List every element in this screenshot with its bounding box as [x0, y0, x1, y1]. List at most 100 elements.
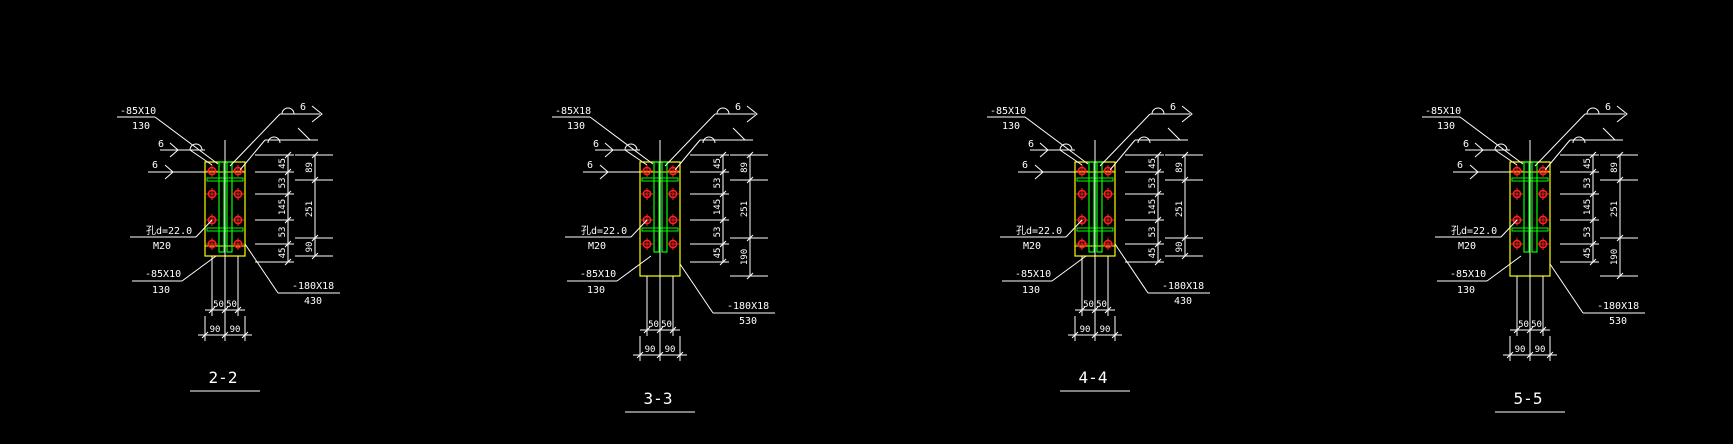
label-weld-top: 6 — [735, 102, 741, 113]
dim-bottom-outer-tick-1 — [1526, 351, 1534, 359]
dim-inner-value-4: 45 — [1148, 248, 1158, 259]
weld-symbol-top — [1181, 105, 1193, 123]
dim-bottom-inner-value-0: 50 — [648, 320, 659, 330]
weld-arc-left-1 — [1059, 143, 1073, 151]
weld-symbol-left-2 — [1034, 164, 1044, 180]
leader-flange-bottom — [1486, 255, 1522, 282]
label-plate-len: 530 — [1609, 316, 1627, 327]
dim-outer-tick-2 — [311, 234, 319, 242]
dim-inner-tick-5 — [1154, 258, 1162, 266]
label-plate: -180X18 — [727, 301, 769, 312]
leader-hole — [1065, 219, 1083, 238]
weld-symbol-left-1 — [604, 142, 614, 158]
weld-symbol-left-2 — [164, 164, 174, 180]
dim-inner-tick-1 — [719, 168, 727, 176]
dim-outer-tick-2 — [746, 234, 754, 242]
dim-inner-tick-1 — [284, 168, 292, 176]
label-bolt: M20 — [588, 241, 606, 252]
dim-bottom-inner-value-1: 50 — [1096, 300, 1107, 310]
weld-arc-left-1 — [624, 143, 638, 151]
weld-arc-left-1 — [1494, 143, 1508, 151]
weld-flag-top-2 — [1167, 127, 1181, 141]
weld-symbol-left-1 — [1474, 142, 1484, 158]
label-flange-top-len: 130 — [1002, 121, 1020, 132]
label-bolt: M20 — [1023, 241, 1041, 252]
leader-weld-left-1 — [1059, 149, 1083, 166]
leader-weld-left-1 — [624, 149, 648, 166]
dim-outer-value-0: 89 — [740, 162, 750, 173]
dim-inner-value-2: 145 — [713, 199, 723, 215]
leader-plate — [1114, 243, 1149, 294]
dim-bottom-inner-value-0: 50 — [213, 300, 224, 310]
dim-bottom-inner-tick-2 — [234, 306, 242, 314]
leader-weld-top — [1534, 113, 1586, 167]
dim-outer-value-0: 89 — [305, 162, 315, 173]
leader-weld-top-2 — [1109, 139, 1136, 171]
dim-inner-tick-3 — [284, 216, 292, 224]
dim-outer-value-0: 89 — [1175, 162, 1185, 173]
dim-bottom-inner-tick-1 — [221, 306, 229, 314]
dim-bottom-outer-tick-2 — [1546, 351, 1554, 359]
dim-outer-value-0: 89 — [1610, 162, 1620, 173]
label-flange-bottom: -85X10 — [1450, 269, 1486, 280]
leader-weld-top-2 — [239, 139, 266, 171]
weld-arc-top-2 — [267, 136, 281, 144]
label-hole: 孔d=22.0 — [581, 225, 627, 237]
dim-inner-value-1: 53 — [1148, 178, 1158, 189]
weld-arc-top-2 — [1137, 136, 1151, 144]
weld-arc-top — [1151, 107, 1165, 115]
leader-weld-top-2 — [1544, 139, 1571, 171]
dim-inner-tick-1 — [1154, 168, 1162, 176]
dim-outer-tick-0 — [1181, 151, 1189, 159]
label-flange-top-len: 130 — [132, 121, 150, 132]
leader-plate — [1549, 263, 1584, 314]
label-weld-left-1: 6 — [1463, 139, 1469, 150]
weld-flag-top-2 — [732, 127, 746, 141]
dim-bottom-outer-value-1: 90 — [1535, 345, 1546, 355]
web-plate-right — [1531, 161, 1538, 253]
leader-weld-top — [1099, 113, 1151, 167]
leader-plate — [244, 243, 279, 294]
leader-flange-top — [154, 116, 219, 165]
weld-flag-top-2 — [1602, 127, 1616, 141]
section-2-2: -85X10130666孔d=22.0M20-85X10130-180X1843… — [117, 102, 340, 392]
dim-inner-tick-5 — [719, 258, 727, 266]
web-plate-right — [661, 161, 668, 253]
dim-bottom-inner-tick-0 — [643, 326, 651, 334]
dim-bottom-outer-value-1: 90 — [665, 345, 676, 355]
section-title: 4-4 — [1079, 368, 1108, 387]
dim-bottom-outer-tick-1 — [1091, 331, 1099, 339]
dim-outer-tick-1 — [1181, 176, 1189, 184]
web-plate-right — [1096, 161, 1103, 253]
dim-inner-value-0: 45 — [1583, 158, 1593, 169]
dim-inner-value-2: 145 — [1148, 199, 1158, 215]
dim-outer-value-1: 251 — [740, 201, 750, 217]
web-plate-left — [653, 161, 660, 253]
dim-inner-value-3: 53 — [278, 227, 288, 238]
leader-flange-top — [1024, 116, 1089, 165]
dim-inner-value-3: 53 — [1148, 227, 1158, 238]
label-flange-bottom-len: 130 — [1457, 285, 1475, 296]
label-flange-top: -85X18 — [555, 106, 591, 117]
weld-arc-top-2 — [1572, 136, 1586, 144]
label-plate-len: 430 — [1174, 296, 1192, 307]
label-hole: 孔d=22.0 — [1016, 225, 1062, 237]
dim-bottom-inner-tick-2 — [669, 326, 677, 334]
leader-flange-bottom — [616, 255, 652, 282]
leader-flange-top — [1459, 116, 1524, 165]
label-flange-top-len: 130 — [1437, 121, 1455, 132]
dim-outer-tick-0 — [746, 151, 754, 159]
dim-inner-tick-2 — [1154, 190, 1162, 198]
dim-inner-tick-0 — [1589, 151, 1597, 159]
section-4-4: -85X10130666孔d=22.0M20-85X10130-180X1843… — [987, 102, 1210, 392]
dim-outer-value-1: 251 — [1610, 201, 1620, 217]
dim-bottom-inner-tick-2 — [1104, 306, 1112, 314]
dim-inner-tick-4 — [719, 240, 727, 248]
dim-inner-tick-3 — [1154, 216, 1162, 224]
dim-inner-value-1: 53 — [278, 178, 288, 189]
weld-flag-top-2 — [297, 127, 311, 141]
dim-inner-tick-4 — [284, 240, 292, 248]
dim-outer-tick-2 — [1181, 234, 1189, 242]
